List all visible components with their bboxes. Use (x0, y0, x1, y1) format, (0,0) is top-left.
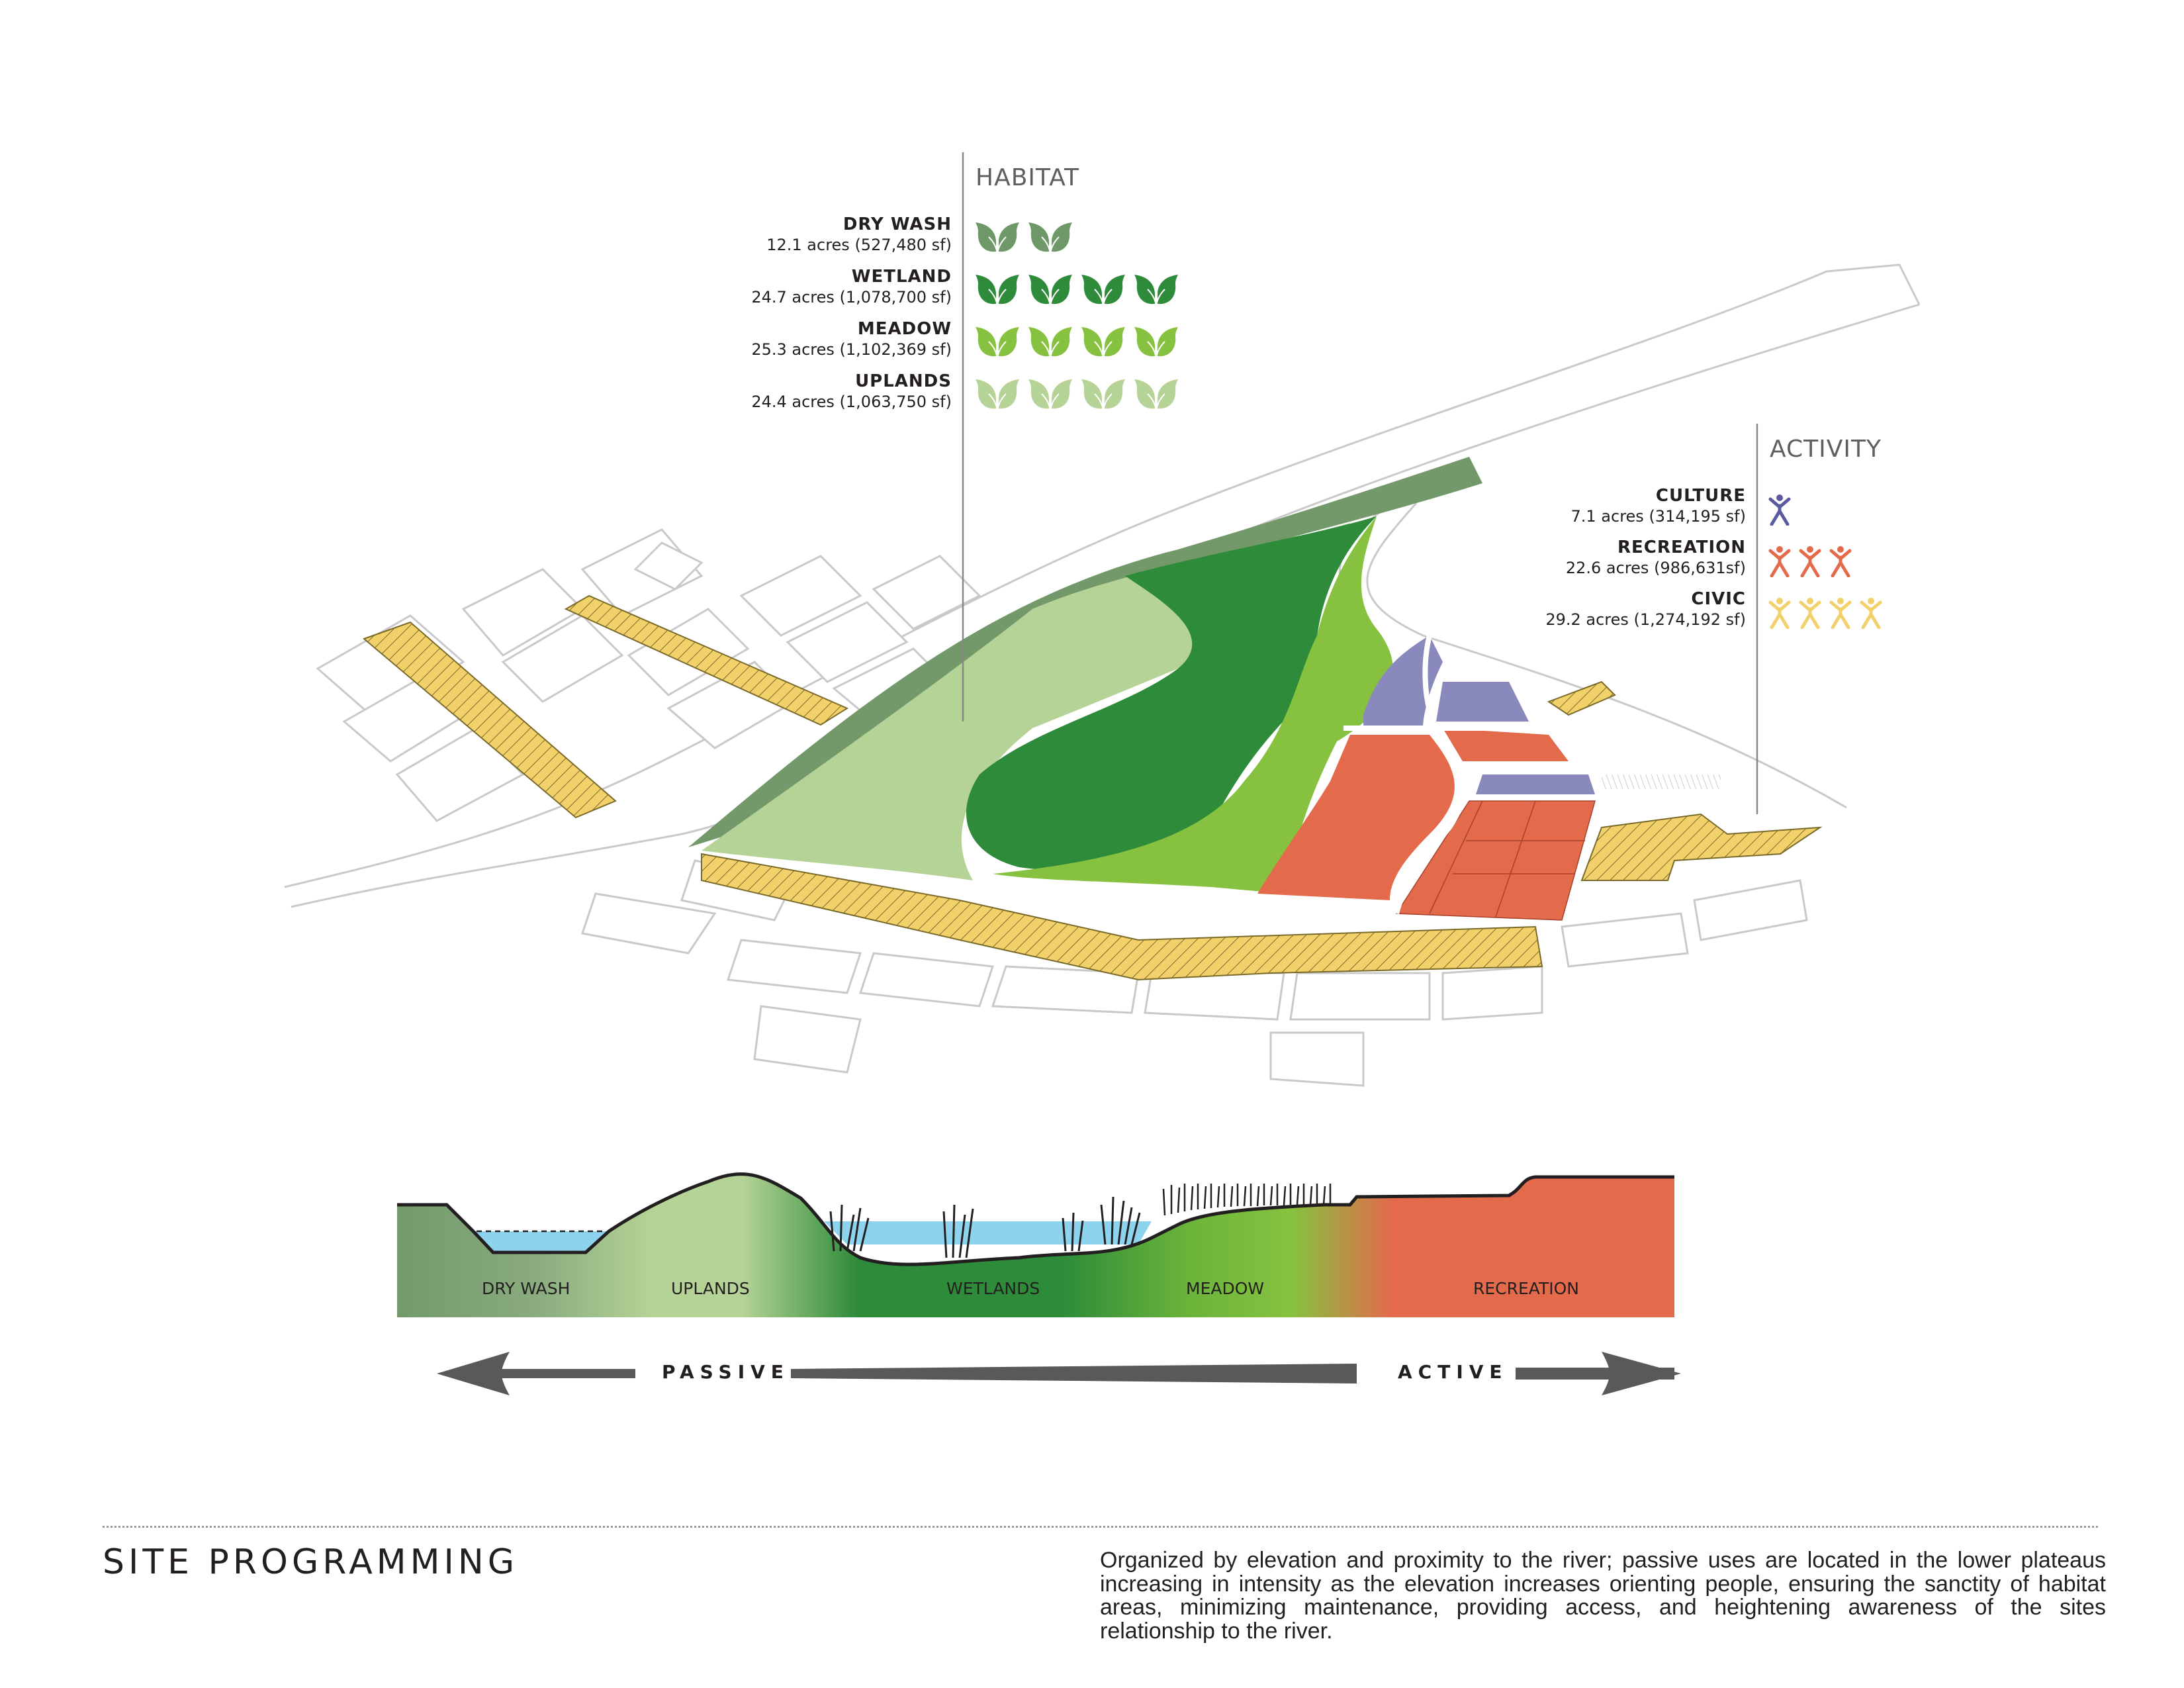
legend-item-area: 29.2 acres (1,274,192 sf) (1545, 610, 1746, 629)
culture-zone-1 (1363, 635, 1443, 728)
civic-strip-left-1 (363, 621, 617, 819)
leaf-icon (1028, 379, 1072, 412)
person-icon (1799, 598, 1821, 629)
civic-strip-bottom (701, 853, 1543, 981)
page-title: SITE PROGRAMMING (103, 1542, 519, 1582)
culture-zone-2 (1436, 682, 1529, 722)
leaf-icon (976, 379, 1019, 412)
active-label: ACTIVE (1398, 1361, 1508, 1383)
leaf-icon (1134, 379, 1178, 412)
recreation-zone-small (1443, 728, 1569, 761)
legend-item-name: CIVIC (1691, 589, 1746, 609)
leaf-icon (1028, 327, 1072, 359)
section-label-meadow: MEADOW (1186, 1279, 1265, 1298)
left-arrowhead-icon (437, 1352, 510, 1395)
person-icon (1860, 598, 1882, 629)
passive-active-arrow (437, 1352, 1681, 1395)
wetland-water (824, 1221, 1152, 1244)
leaf-icon (1081, 275, 1125, 307)
section-label-dry-wash: DRY WASH (482, 1279, 570, 1298)
park-paths (1343, 635, 1575, 914)
legend-item-icons (976, 218, 1081, 256)
legend-item-icons (976, 271, 1187, 308)
legend-item-area: 24.4 acres (1,063,750 sf) (751, 393, 952, 411)
legend-item-area: 22.6 acres (986,631sf) (1565, 559, 1746, 577)
leaf-icon (1081, 379, 1125, 412)
section-ground (397, 1174, 1674, 1317)
leaf-icon (1081, 327, 1125, 359)
activity-legend-title: ACTIVITY (1770, 436, 1882, 463)
civic-block-right (1580, 813, 1823, 881)
legend-item-name: DRY WASH (842, 214, 952, 234)
civic-strip-left-2 (564, 594, 849, 726)
legend-item-icons (1768, 597, 1890, 629)
legend-item-icons (1768, 494, 1799, 526)
recreation-zone-main (1257, 735, 1455, 900)
leaf-icon (1134, 275, 1178, 307)
person-icon (1829, 546, 1852, 577)
leaf-icon (976, 275, 1019, 307)
leaf-icon (1134, 327, 1178, 359)
wetland-reeds (829, 1196, 1141, 1258)
culture-zone-3 (1476, 774, 1595, 794)
legend-item-name: RECREATION (1617, 538, 1746, 557)
meadow-zone (993, 516, 1393, 894)
recreation-zone-fields (1395, 800, 1596, 921)
right-arrowhead-icon (1602, 1352, 1681, 1395)
legend-item-area: 12.1 acres (527,480 sf) (766, 236, 952, 254)
person-icon (1829, 598, 1852, 629)
habitat-legend-title: HABITAT (976, 164, 1080, 191)
legend-item-icons (976, 375, 1187, 412)
section-label-wetlands: WETLANDS (946, 1279, 1040, 1298)
section-label-recreation: RECREATION (1473, 1279, 1579, 1298)
site-section-diagram (397, 1172, 1674, 1317)
footer-divider (103, 1526, 2098, 1528)
dry-wash-water (473, 1231, 609, 1254)
legend-item-name: MEADOW (857, 319, 952, 339)
footer-description: Organized by elevation and proximity to … (1100, 1548, 2106, 1644)
leaf-icon (976, 327, 1019, 359)
person-icon (1768, 598, 1791, 629)
passive-label: PASSIVE (662, 1361, 790, 1383)
legend-item-area: 24.7 acres (1,078,700 sf) (751, 288, 952, 306)
section-label-uplands: UPLANDS (671, 1279, 750, 1298)
legend-item-icons (976, 323, 1187, 360)
left-arrow-shaft (496, 1369, 635, 1378)
person-icon (1768, 546, 1791, 577)
leaf-icon (1028, 222, 1072, 255)
wetland-zone (966, 516, 1377, 870)
boardwalk (1602, 774, 1721, 789)
site-plan-map (284, 152, 1921, 1087)
person-icon (1799, 546, 1821, 577)
person-icon (1768, 494, 1791, 526)
meadow-grass (1162, 1184, 1332, 1216)
leaf-icon (976, 222, 1019, 255)
city-blocks-bottom (581, 859, 1808, 1087)
legend-item-area: 7.1 acres (314,195 sf) (1570, 507, 1747, 526)
section-profile-line (397, 1172, 1674, 1266)
legend-item-name: WETLAND (851, 267, 952, 287)
legend-item-icons (1768, 545, 1860, 577)
center-taper-bar (791, 1364, 1357, 1383)
leaf-icon (1028, 275, 1072, 307)
civic-block-top-right (1547, 680, 1616, 716)
sports-field-lines (1429, 800, 1585, 917)
legend-item-name: UPLANDS (855, 371, 952, 391)
legend-item-area: 25.3 acres (1,102,369 sf) (751, 340, 952, 359)
legend-item-name: CULTURE (1655, 486, 1746, 506)
